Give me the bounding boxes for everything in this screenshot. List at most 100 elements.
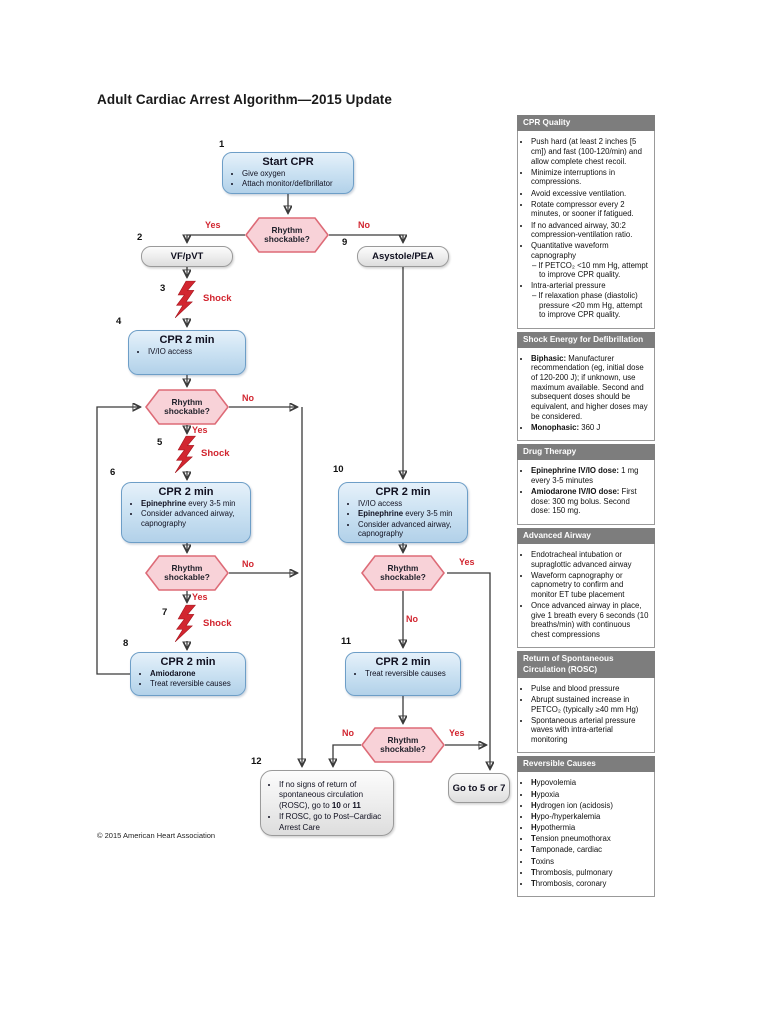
step-number-9: 9 xyxy=(342,237,348,248)
step-number-4: 4 xyxy=(116,316,122,327)
sidebar-section-body: Endotracheal intubation or supraglottic … xyxy=(517,543,655,649)
bullet-item: IV/IO access xyxy=(358,499,461,508)
sidebar-item: Spontaneous arterial pressure waves with… xyxy=(531,716,650,745)
page-title: Adult Cardiac Arrest Algorithm—2015 Upda… xyxy=(97,92,393,107)
step-outcome-12: If no signs of return of spontaneous cir… xyxy=(260,770,394,836)
label-no: No xyxy=(406,614,418,624)
step-goto-5-or-7: Go to 5 or 7 xyxy=(448,773,510,803)
sidebar-section-body: HypovolemiaHypoxiaHydrogen ion (acidosis… xyxy=(517,772,655,897)
sidebar-item: Pulse and blood pressure xyxy=(531,684,650,694)
sidebar-item: Amiodarone IV/IO dose: First dose: 300 m… xyxy=(531,487,650,516)
lightning-icon xyxy=(174,280,196,319)
label-no: No xyxy=(342,728,354,738)
decision-label: Rhythm shockable? xyxy=(164,396,210,416)
step-number-2: 2 xyxy=(137,232,143,243)
step-title: Start CPR xyxy=(262,156,314,168)
label-yes: Yes xyxy=(192,425,208,435)
bullet-item: Give oxygen xyxy=(242,169,347,178)
step-title: VF/pVT xyxy=(170,251,204,262)
step-bullets: AmiodaroneTreat reversible causes xyxy=(135,669,241,689)
sidebar-section-title: Drug Therapy xyxy=(517,444,655,461)
sidebar-item: Biphasic: Manufacturer recommendation (e… xyxy=(531,354,650,422)
step-bullets: Epinephrine every 3-5 minConsider advanc… xyxy=(126,499,246,528)
step-number-11: 11 xyxy=(341,636,352,647)
sidebar-section-title: Shock Energy for Defibrillation xyxy=(517,331,655,348)
step-start-cpr: Start CPR Give oxygenAttach monitor/defi… xyxy=(222,152,354,194)
sidebar-section: Advanced AirwayEndotracheal intubation o… xyxy=(517,527,655,649)
label-no: No xyxy=(358,220,370,230)
sidebar-item: Epinephrine IV/IO dose: 1 mg every 3-5 m… xyxy=(531,466,650,485)
sidebar-section-title: Advanced Airway xyxy=(517,527,655,544)
step-title: Go to 5 or 7 xyxy=(452,782,506,794)
bullet-item: IV/IO access xyxy=(148,347,239,356)
step-number-3: 3 xyxy=(160,283,166,294)
sidebar-section: Drug TherapyEpinephrine IV/IO dose: 1 mg… xyxy=(517,444,655,525)
shock-bolt-icon-5 xyxy=(174,435,197,478)
sidebar-item: Avoid excessive ventilation. xyxy=(531,189,650,199)
sidebar-section: Return of Spontaneous Circulation (ROSC)… xyxy=(517,651,655,754)
decision-rhythm-shockable-2: Rhythm shockable? xyxy=(145,389,229,425)
sidebar-item: Waveform capnography or capnometry to co… xyxy=(531,571,650,600)
lightning-icon xyxy=(174,604,196,643)
step-asystole-pea: Asystole/PEA xyxy=(357,246,449,267)
sidebar-item: Once advanced airway in place, give 1 br… xyxy=(531,601,650,640)
sidebar-section-body: Pulse and blood pressureAbrupt sustained… xyxy=(517,677,655,754)
label-shock: Shock xyxy=(203,618,232,629)
hexagon-shape xyxy=(245,217,329,253)
sidebar-item: Hypovolemia xyxy=(531,778,650,788)
shock-bolt-icon-7 xyxy=(174,604,197,647)
step-title: CPR 2 min xyxy=(375,486,431,498)
label-yes: Yes xyxy=(449,728,465,738)
sidebar: CPR QualityPush hard (at least 2 inches … xyxy=(517,115,655,900)
sidebar-subitem: If relaxation phase (diastolic) pressure… xyxy=(531,291,650,320)
sidebar-item: Intra-arterial pressureIf relaxation pha… xyxy=(531,281,650,320)
decision-rhythm-shockable-3: Rhythm shockable? xyxy=(145,555,229,591)
sidebar-section-body: Push hard (at least 2 inches [5 cm]) and… xyxy=(517,131,655,329)
decision-rhythm-shockable-5: Rhythm shockable? xyxy=(361,727,445,763)
step-title: Asystole/PEA xyxy=(372,251,434,262)
sidebar-section: Shock Energy for DefibrillationBiphasic:… xyxy=(517,331,655,442)
bullet-item: Epinephrine every 3-5 min xyxy=(358,509,461,518)
sidebar-section-title: Return of Spontaneous Circulation (ROSC) xyxy=(517,651,655,678)
step-cpr-10: CPR 2 min IV/IO accessEpinephrine every … xyxy=(338,482,468,543)
sidebar-item: Minimize interruptions in compressions. xyxy=(531,168,650,187)
sidebar-item: Hypoxia xyxy=(531,790,650,800)
decision-label: Rhythm shockable? xyxy=(164,562,210,582)
sidebar-item: Rotate compressor every 2 minutes, or so… xyxy=(531,200,650,219)
sidebar-section-title: Reversible Causes xyxy=(517,756,655,773)
step-title: CPR 2 min xyxy=(160,656,216,668)
bullet-item: Amiodarone xyxy=(150,669,239,678)
sidebar-item: Tension pneumothorax xyxy=(531,834,650,844)
decision-label: Rhythm shockable? xyxy=(380,734,426,754)
step-number-12: 12 xyxy=(251,756,262,767)
bullet-item: Treat reversible causes xyxy=(150,679,239,688)
step-cpr-8: CPR 2 min AmiodaroneTreat reversible cau… xyxy=(130,652,246,696)
hexagon-shape xyxy=(145,389,229,425)
copyright-text: © 2015 American Heart Association xyxy=(97,831,216,840)
sidebar-item: Tamponade, cardiac xyxy=(531,845,650,855)
sidebar-item: Thrombosis, coronary xyxy=(531,879,650,889)
step-cpr-6: CPR 2 min Epinephrine every 3-5 minConsi… xyxy=(121,482,251,543)
step-bullets: Treat reversible causes xyxy=(350,669,456,678)
step-number-8: 8 xyxy=(123,638,129,649)
sidebar-section-title: CPR Quality xyxy=(517,115,655,132)
bullet-item: Treat reversible causes xyxy=(365,669,454,678)
sidebar-item: If no advanced airway, 30:2 compression-… xyxy=(531,221,650,240)
step-number-10: 10 xyxy=(333,464,344,475)
decision-label: Rhythm shockable? xyxy=(380,562,426,582)
step-bullets: IV/IO accessEpinephrine every 3-5 minCon… xyxy=(343,499,463,538)
step-title: CPR 2 min xyxy=(158,486,214,498)
step-vf-pvt: VF/pVT xyxy=(141,246,233,267)
label-no: No xyxy=(242,393,254,403)
sidebar-item: Hydrogen ion (acidosis) xyxy=(531,801,650,811)
sidebar-section-body: Biphasic: Manufacturer recommendation (e… xyxy=(517,347,655,442)
sidebar-item: Endotracheal intubation or supraglottic … xyxy=(531,550,650,569)
bullet-item: Consider advanced airway, capnography xyxy=(141,509,244,528)
sidebar-item: Hypothermia xyxy=(531,823,650,833)
sidebar-section: Reversible CausesHypovolemiaHypoxiaHydro… xyxy=(517,756,655,897)
bullet-item: If ROSC, go to Post–Cardiac Arrest Care xyxy=(279,812,387,833)
decision-rhythm-shockable-1: Rhythm shockable? xyxy=(245,217,329,253)
step-number-1: 1 xyxy=(219,139,225,150)
label-shock: Shock xyxy=(201,448,230,459)
label-shock: Shock xyxy=(203,293,232,304)
